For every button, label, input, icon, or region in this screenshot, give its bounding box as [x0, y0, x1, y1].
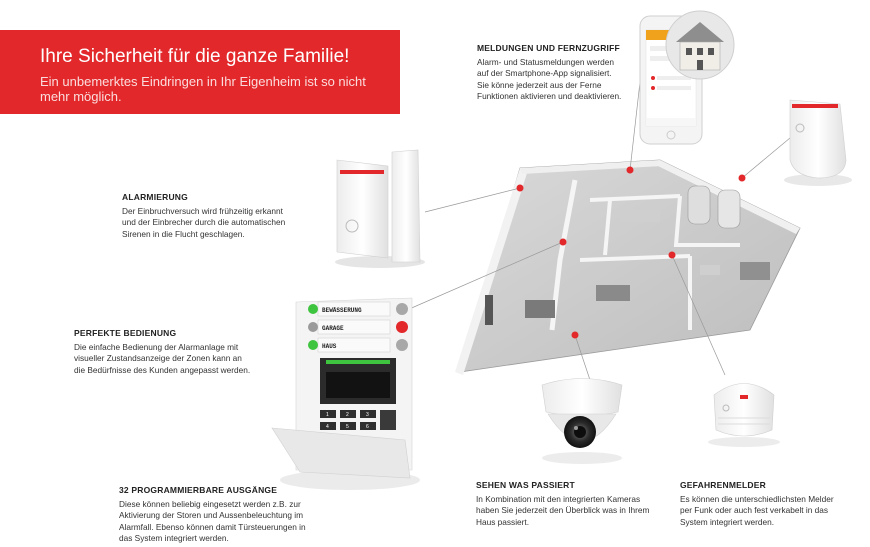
feature-camera-body: In Kombination mit den integrierten Kame… [476, 493, 650, 527]
key-3: 3 [366, 412, 369, 418]
keypad-device [271, 297, 420, 490]
zone-label-2: GARAGE [322, 325, 344, 332]
feature-outputs-title: 32 PROGRAMMIERBARE AUSGÄNGE [119, 485, 278, 495]
page-subtitle: Ein unbemerktes Eindringen in Ihr Eigenh… [40, 74, 366, 104]
motion-detector [784, 99, 852, 186]
feature-detector: GEFAHRENMELDER Es können die unterschied… [680, 480, 865, 528]
zone-label-3: HAUS [322, 343, 337, 350]
feature-camera-title: SEHEN WAS PASSIERT [476, 480, 575, 490]
feature-remote-body: Alarm- und Statusmeldungen werden auf de… [477, 56, 622, 102]
door-contact-sensor [335, 149, 425, 268]
feature-remote: MELDUNGEN UND FERNZUGRIFF Alarm- und Sta… [477, 43, 647, 103]
key-5: 5 [346, 424, 349, 430]
house-photo [665, 10, 735, 80]
feature-detector-title: GEFAHRENMELDER [680, 480, 766, 490]
page-title: Ihre Sicherheit für die ganze Familie! [40, 46, 350, 67]
zone-buttons [308, 301, 408, 353]
feature-alarm-title: ALARMIERUNG [122, 192, 188, 202]
feature-camera: SEHEN WAS PASSIERT In Kombination mit de… [476, 480, 676, 528]
key-6: 6 [366, 424, 369, 430]
smoke-detector [708, 383, 780, 447]
feature-alarm-body: Der Einbruchversuch wird frühzeitig erka… [122, 205, 286, 239]
feature-detector-body: Es können die unterschiedlichsten Melder… [680, 493, 834, 527]
feature-operation-title: PERFEKTE BEDIENUNG [74, 328, 177, 338]
feature-operation: PERFEKTE BEDIENUNG Die einfache Bedienun… [74, 328, 284, 376]
feature-alarm: ALARMIERUNG Der Einbruchversuch wird frü… [122, 192, 322, 240]
feature-outputs-body: Diese können beliebig eingesetzt werden … [119, 498, 306, 544]
connector-dots [516, 166, 746, 339]
connector-lines [406, 81, 791, 381]
keypad-keys [320, 410, 396, 430]
floor-plan [455, 159, 801, 375]
header-banner: Ihre Sicherheit für die ganze Familie! E… [0, 30, 400, 114]
dome-camera [541, 378, 623, 464]
key-4: 4 [326, 424, 329, 430]
key-1: 1 [326, 412, 329, 418]
feature-operation-body: Die einfache Bedienung der Alarmanlage m… [74, 341, 251, 375]
key-2: 2 [346, 412, 349, 418]
feature-outputs: 32 PROGRAMMIERBARE AUSGÄNGE Diese können… [119, 485, 339, 545]
zone-label-1: BEWÄSSERUNG [322, 307, 362, 314]
feature-remote-title: MELDUNGEN UND FERNZUGRIFF [477, 43, 620, 53]
